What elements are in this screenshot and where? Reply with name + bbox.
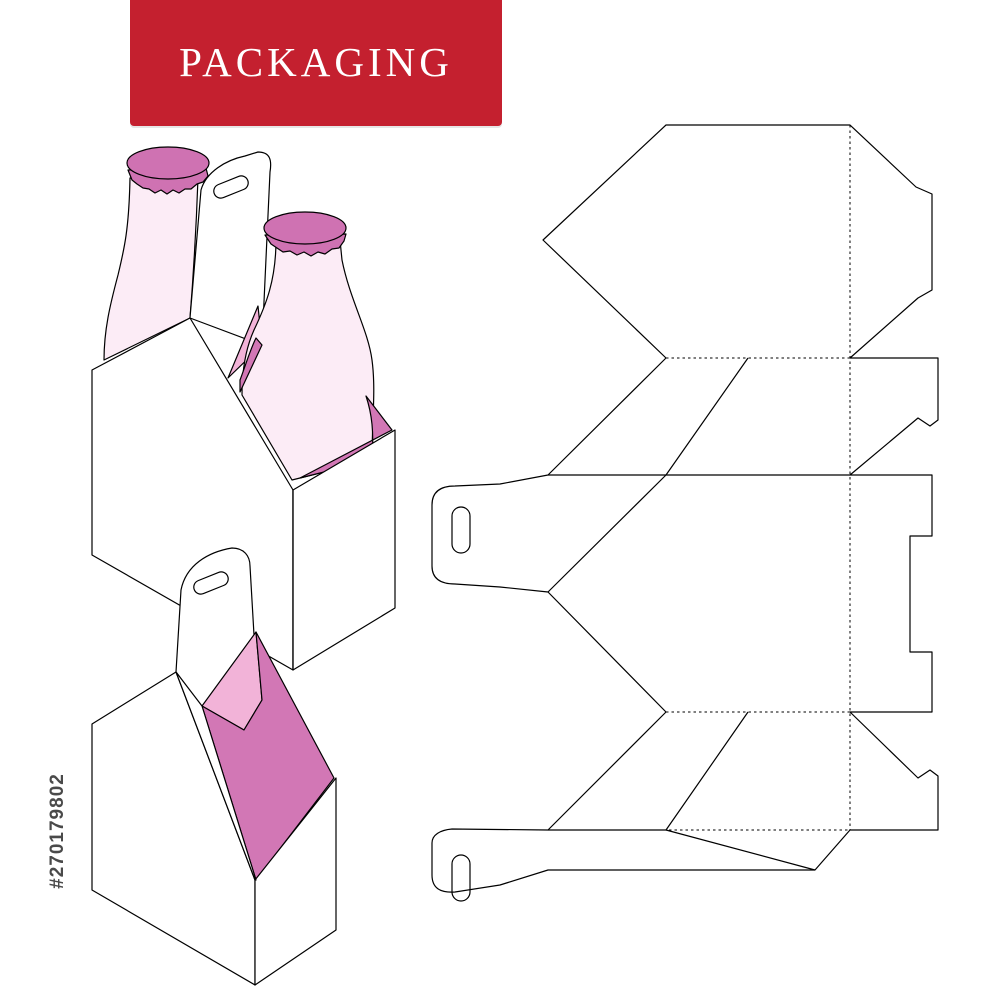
bottle-cap-front <box>263 211 347 257</box>
carrier-front-panel-bottom <box>254 777 337 986</box>
dieline-handle-hole-2 <box>451 854 471 902</box>
bottle-cap-back <box>126 146 210 195</box>
bottle-carrier-assembled <box>91 146 396 671</box>
bottle-carrier-empty <box>91 547 337 986</box>
bottle-back <box>103 146 210 361</box>
carrier-handle-top <box>189 151 272 346</box>
dieline-cut-path <box>431 124 939 893</box>
dieline-handle-hole-1 <box>451 506 471 554</box>
handle-hole-top <box>213 175 249 199</box>
header-banner: PACKAGING <box>130 0 502 126</box>
handle-hole-bottom <box>193 571 229 595</box>
page-title: PACKAGING <box>179 39 453 85</box>
dieline-template <box>431 124 939 902</box>
